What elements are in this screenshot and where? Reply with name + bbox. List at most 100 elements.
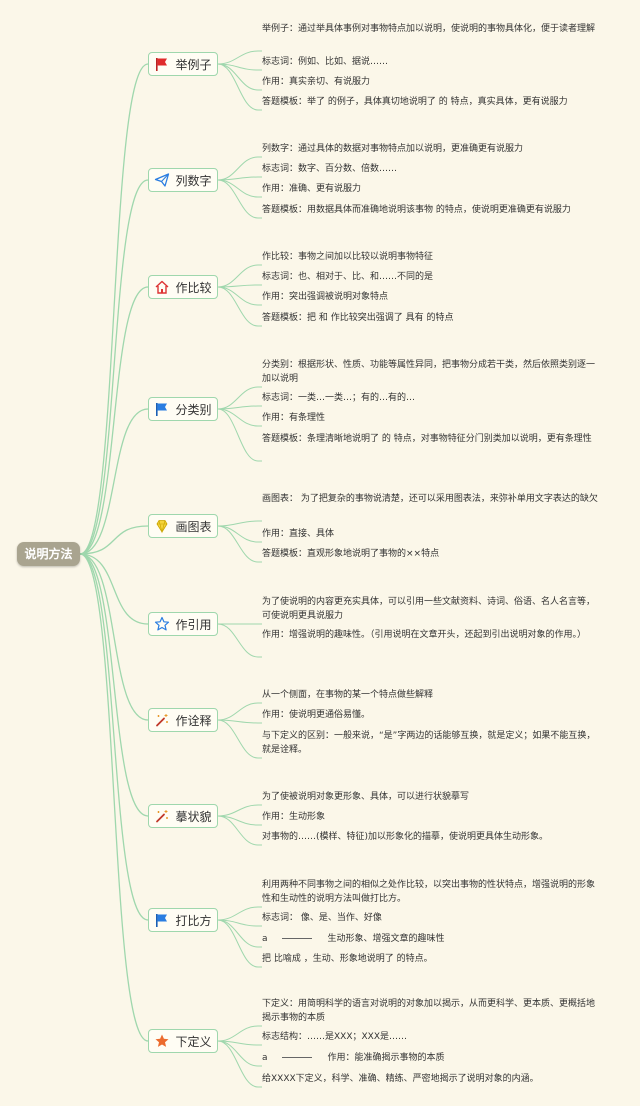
branch-label: 画图表: [175, 519, 212, 534]
root-connector: [79, 408, 149, 555]
branch-node[interactable]: 举例子: [148, 52, 218, 76]
leaf-connector: [217, 286, 262, 327]
leaf-connector: [217, 1040, 262, 1046]
leaf-note: 答题模板：举了 的例子，具体真切地说明了 的 特点，真实具体，更有说服力: [262, 97, 568, 107]
root-connector: [79, 63, 149, 555]
leaf-note: 答题模板：用数据具体而准确地说明该事物 的特点，使说明更准确更有说服力: [262, 205, 571, 215]
leaf-connector: [217, 623, 262, 658]
leaf-note: 利用两种不同事物之间的相似之处作比较，以突出事物的性状特点，增强说明的形象性和生…: [262, 880, 596, 904]
leaf-note: 作用：使说明更通俗易懂。: [262, 710, 371, 720]
leaf-connector: [217, 815, 262, 826]
leaf-note: 作用：生动形象: [262, 812, 326, 822]
magic-wand-icon: [154, 808, 170, 824]
leaf-connector: [217, 919, 262, 948]
root-topic[interactable]: 说明方法: [17, 542, 80, 566]
leaf-note: 下定义：用简明科学的语言对说明的对象加以揭示，从而更科学、更本质、更概括地揭示事…: [262, 999, 596, 1023]
leaf-connector: [217, 408, 262, 427]
leaf-prefix: a: [262, 934, 268, 944]
leaf-note: 作用：增强说明的趣味性。（引用说明在文章开头，还起到引出说明对象的作用。）: [262, 630, 587, 640]
branch-node[interactable]: 摹状貌: [148, 804, 218, 828]
leaf-connector: [217, 719, 262, 724]
branch-label: 摹状貌: [175, 809, 212, 824]
leaf-connector: [217, 286, 262, 306]
leaf-note: 把 比喻成 ，生动、形象地说明了 的特点。: [262, 954, 433, 964]
leaf-note: 作用：有条理性: [262, 413, 326, 423]
leaf-prefix: a: [262, 1053, 268, 1063]
branch-node[interactable]: 作诠释: [148, 708, 218, 732]
root-connector: [79, 553, 149, 1042]
leaf-note: 作用：直接、具体: [262, 529, 335, 539]
leaf-connector: [217, 179, 262, 198]
leaf-note: 列数字：通过具体的数据对事物特点加以说明，更准确更有说服力: [262, 144, 524, 154]
branch-label: 举例子: [175, 57, 212, 72]
branch-node[interactable]: 画图表: [148, 514, 218, 538]
magic-wand-icon: [154, 712, 170, 728]
star-outline-icon: [154, 616, 170, 632]
branch-node[interactable]: 打比方: [148, 908, 218, 932]
leaf-connector: [217, 156, 262, 181]
leaf-connector: [217, 264, 262, 288]
star-filled-icon: [154, 1033, 170, 1049]
blue-flag-icon: [154, 401, 170, 417]
blank-line: [281, 938, 312, 939]
paper-plane-icon: [154, 172, 170, 188]
leaf-connector: [217, 702, 262, 721]
branch-label: 打比方: [175, 913, 212, 928]
root-connector: [79, 553, 149, 721]
branch-label: 分类别: [175, 402, 212, 417]
branch-label: 作诠释: [175, 713, 212, 728]
leaf-note: 标志词：数字、百分数、倍数……: [262, 164, 398, 174]
red-flag-icon: [154, 56, 170, 72]
root-connector: [79, 553, 149, 625]
leaf-note: 举例子：通过举具体事例对事物特点加以说明，使说明的事物具体化，便于读者理解: [262, 24, 596, 34]
leaf-note: 标志结构：……是XXX；XXX是……: [262, 1032, 407, 1042]
leaf-note: 与下定义的区别：一般来说，“是”字两边的话能够互换，就是定义；如果不能互换，就是…: [262, 731, 596, 755]
branch-node[interactable]: 列数字: [148, 168, 218, 192]
leaf-note: a 作用：能准确揭示事物的本质: [262, 1051, 602, 1065]
leaf-connector: [217, 1025, 262, 1042]
branch-node[interactable]: 分类别: [148, 397, 218, 421]
branch-node[interactable]: 作比较: [148, 275, 218, 299]
leaf-note: 答题模板：直观形象地说明了事物的××特点: [262, 549, 440, 559]
leaf-connector: [217, 1040, 262, 1088]
root-connector: [79, 525, 149, 555]
leaf-note: 画图表： 为了把复杂的事物说清楚，还可以采用图表法，来弥补单用文字表达的缺欠: [262, 494, 598, 504]
leaf-connector: [217, 919, 262, 968]
leaf-note: a 生动形象、增强文章的趣味性: [262, 932, 602, 946]
lightbulb-icon: [154, 518, 170, 534]
leaf-connector: [217, 906, 262, 921]
leaf-connector: [217, 405, 262, 410]
leaf-note: 作用：突出强调被说明对象特点: [262, 292, 389, 302]
leaf-note: 标志词：例如、比如、据说……: [262, 57, 389, 67]
leaf-note: 标志词：也、相对于、比、和……不同的是: [262, 272, 434, 282]
leaf-connector: [217, 804, 262, 817]
branch-label: 作引用: [175, 617, 212, 632]
leaf-connector: [217, 719, 262, 759]
leaf-note: 标志词：一类…一类…；有的…有的…: [262, 393, 416, 403]
blank-line: [281, 1057, 312, 1058]
branch-label: 作比较: [175, 280, 212, 295]
branch-label: 列数字: [175, 173, 212, 188]
leaf-connector: [217, 919, 262, 927]
root-connector: [79, 553, 149, 921]
leaf-connector: [217, 525, 262, 563]
leaf-connector: [217, 176, 262, 181]
leaf-connector: [217, 408, 262, 462]
leaf-note: 作用：准确、更有说服力: [262, 184, 362, 194]
leaf-note: 为了使被说明对象更形象、具体，可以进行状貌摹写: [262, 792, 470, 802]
leaf-note: 分类别：根据形状、性质、功能等属性异同，把事物分成若干类，然后依照类别逐一加以说…: [262, 360, 596, 384]
leaf-note: 从一个侧面，在事物的某一个特点做些解释: [262, 690, 434, 700]
branch-label: 下定义: [175, 1034, 212, 1049]
leaf-connector: [217, 284, 262, 288]
leaf-text: 生动形象、增强文章的趣味性: [327, 934, 445, 944]
branch-node[interactable]: 作引用: [148, 612, 218, 636]
leaf-note: 对事物的……(模样、特征)加以形象化的描摹，使说明更具体生动形象。: [262, 832, 549, 842]
leaf-connector: [217, 386, 262, 410]
branch-node[interactable]: 下定义: [148, 1029, 218, 1053]
leaf-text: 作用：能准确揭示事物的本质: [327, 1053, 445, 1063]
leaf-note: 答题模板：把 和 作比较突出强调了 具有 的特点: [262, 313, 454, 323]
leaf-note: 作用：真实亲切、有说服力: [262, 77, 371, 87]
root-connector: [79, 553, 149, 817]
leaf-connector: [217, 179, 262, 219]
